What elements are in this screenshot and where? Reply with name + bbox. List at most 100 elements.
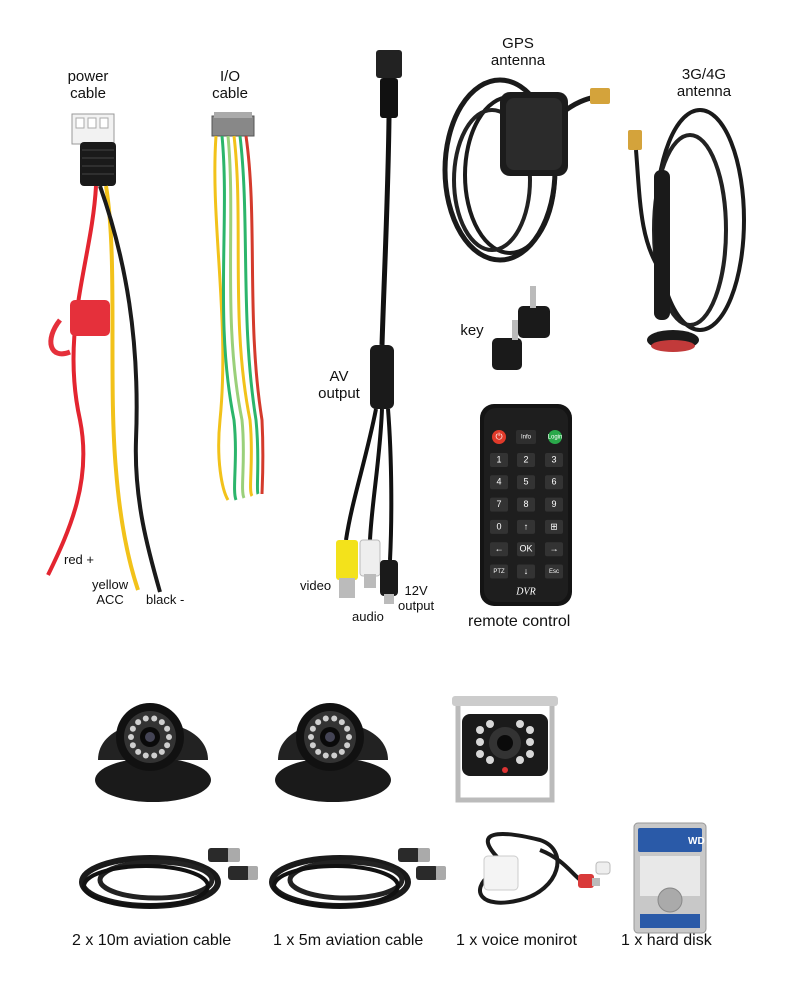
ir-led: [338, 719, 345, 726]
caption-voice-monitor: 1 x voice monirot: [456, 932, 577, 949]
remote-key-4: 5: [523, 477, 528, 487]
ir-led: [331, 752, 338, 759]
remote-key-bg: [517, 475, 535, 490]
ir-led: [476, 750, 484, 758]
remote-key-9: 0: [496, 521, 501, 531]
remote-key-bg: [490, 497, 508, 512]
remote-key-bg: [517, 564, 535, 579]
ir-led: [128, 734, 134, 740]
remote-key-bg: [490, 542, 508, 557]
remote-login-key: Login: [548, 435, 563, 441]
ir-led: [151, 752, 158, 759]
av-output-cable: [336, 50, 402, 604]
remote-key-bg: [545, 564, 563, 579]
remote-key-13: OK: [519, 544, 532, 554]
ir-led: [309, 742, 316, 749]
remote-key-bg: [490, 453, 508, 467]
label-red-wire: red +: [64, 552, 94, 567]
remote-brand: DVR: [515, 586, 535, 597]
remote-key-10: ↑: [524, 521, 529, 531]
remote-key-11: ⊞: [550, 521, 558, 531]
svg-text:⏻: ⏻: [495, 431, 502, 441]
ir-leds: [476, 720, 534, 764]
ir-led: [331, 715, 338, 722]
remote-key-bg: [545, 519, 563, 534]
label-video: video: [300, 578, 332, 593]
ir-led: [164, 742, 171, 749]
ir-led: [476, 738, 484, 746]
caption-hard-disk: 1 x hard disk: [621, 932, 712, 949]
ir-led: [129, 742, 136, 749]
label-key: key: [460, 322, 484, 339]
remote-key-bg: [517, 519, 535, 534]
label-io-cable: I/O cable: [212, 68, 248, 102]
remote-key-6: 7: [496, 499, 501, 509]
ir-leds: [308, 715, 352, 759]
remote-key-bg: [490, 564, 508, 579]
remote-key-12: ←: [495, 544, 504, 554]
hdd-brand: WD: [688, 836, 705, 847]
remote-info-key: Info: [521, 435, 532, 441]
label-remote-control: remote control: [468, 613, 571, 630]
ir-led: [526, 738, 534, 746]
remote-key-15: PTZ: [493, 569, 505, 575]
label-yellow-wire: yellow ACC: [92, 577, 129, 607]
ir-led: [486, 720, 494, 728]
remote-key-7: 8: [523, 499, 528, 509]
remote-key-bg: [545, 475, 563, 490]
caption-cable-5m: 1 x 5m aviation cable: [273, 932, 424, 949]
dome-camera-2: [275, 703, 391, 802]
ir-led: [346, 734, 352, 740]
remote-key-0: 1: [496, 454, 501, 464]
keys: [492, 286, 550, 370]
remote-key-3: 4: [496, 477, 501, 487]
ir-led: [142, 715, 149, 722]
voice-monitor: [478, 832, 611, 905]
ir-led: [135, 719, 142, 726]
ir-led: [164, 725, 171, 732]
remote-key-bg: [545, 542, 563, 557]
lte-antenna: [628, 108, 746, 352]
ir-led: [322, 715, 329, 722]
remote-key-bg: [545, 453, 563, 467]
ir-led: [158, 748, 165, 755]
remote-key-5: 6: [551, 477, 556, 487]
kit-illustration-bottom: WD: [79, 696, 707, 934]
ir-led: [308, 734, 314, 740]
ir-led: [142, 752, 149, 759]
ir-led: [129, 725, 136, 732]
ir-led: [476, 726, 484, 734]
label-audio: audio: [352, 609, 384, 624]
ir-led: [526, 726, 534, 734]
remote-key-1: 2: [523, 454, 528, 464]
ir-led: [315, 748, 322, 755]
ir-led: [344, 725, 351, 732]
remote-key-bg: [490, 519, 508, 534]
remote-key-bg: [517, 542, 535, 557]
remote-key-bg: [517, 453, 535, 467]
ir-led: [315, 719, 322, 726]
ir-led: [486, 756, 494, 764]
ir-leds: [128, 715, 172, 759]
aviation-cable-5m: [269, 848, 446, 909]
ir-led: [516, 720, 524, 728]
remote-key-14: →: [550, 544, 559, 554]
label-av-output: AV output: [318, 368, 360, 402]
ir-led: [322, 752, 329, 759]
caption-cable-10m: 2 x 10m aviation cable: [72, 932, 232, 949]
ir-led: [344, 742, 351, 749]
remote-key-2: 3: [551, 454, 556, 464]
remote-key-bg: [490, 475, 508, 490]
remote-key-16: ↓: [524, 566, 529, 576]
ir-led: [158, 719, 165, 726]
remote-key-17: Esc: [549, 569, 559, 575]
label-power-cable: power cable: [67, 68, 109, 102]
ir-led: [135, 748, 142, 755]
label-lte-antenna: 3G/4G antenna: [676, 66, 732, 100]
label-gps-antenna: GPS antenna: [490, 35, 546, 69]
hard-disk: WD: [633, 822, 707, 934]
